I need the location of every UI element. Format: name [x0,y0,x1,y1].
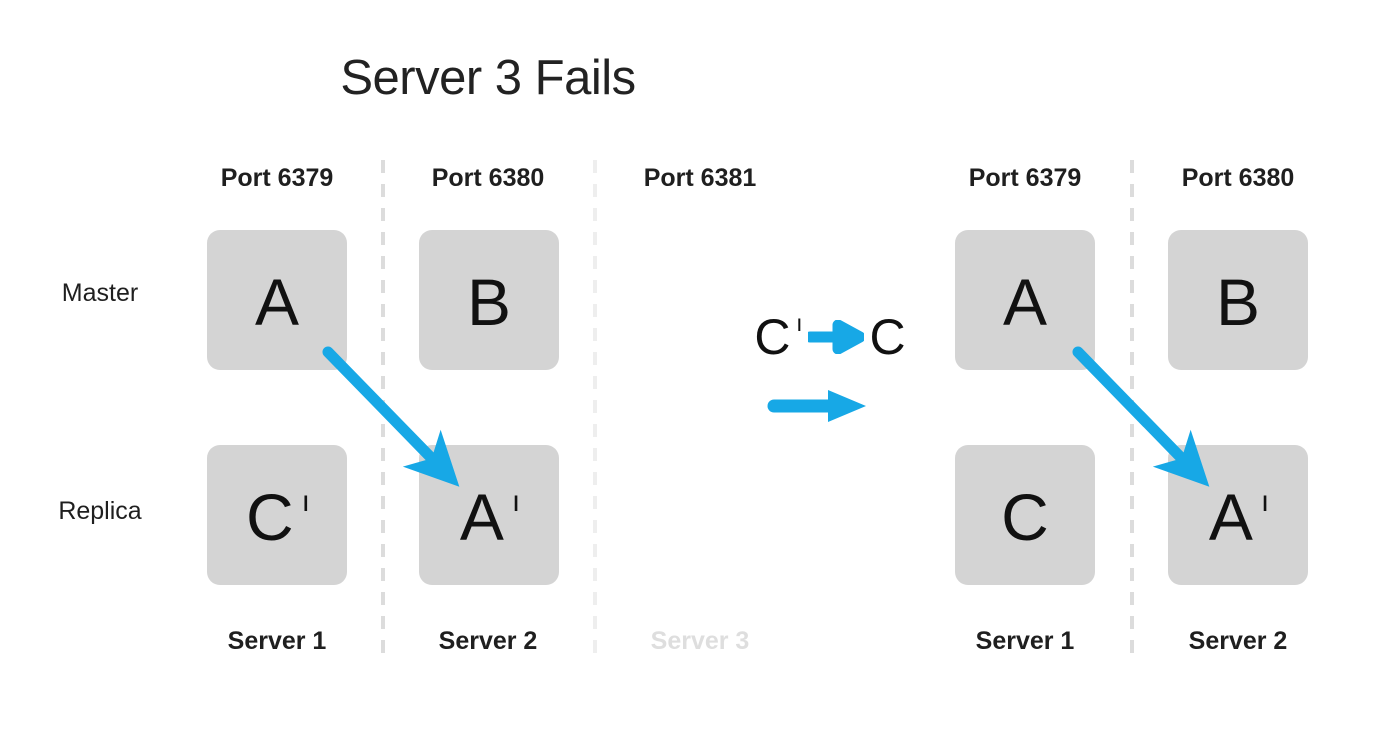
node-glyph: C [1001,480,1049,554]
node-glyph: B [1215,265,1261,339]
port-label-after-server1: Port 6379 [968,164,1082,192]
port-label-before-server3: Port 6381 [643,164,757,192]
node-before-server2-replica[interactable]: A ı [419,445,559,585]
transition-long-arrow-icon [767,390,866,422]
node-glyph: A ı [459,480,521,554]
node-after-server2-replica[interactable]: A ı [1168,445,1308,585]
node-after-server1-master[interactable]: A [955,230,1095,370]
column-divider-2 [593,160,597,662]
promotion-arrow-icon [804,308,865,366]
node-glyph: A [254,265,300,339]
node-before-server1-replica[interactable]: C ı [207,445,347,585]
port-label-after-server2: Port 6380 [1181,164,1295,192]
server-label-before-server2: Server 2 [438,627,538,655]
column-divider-3 [1130,160,1134,662]
port-label-before-server2: Port 6380 [431,164,545,192]
node-glyph: A [1002,265,1048,339]
row-label-master: Master [61,279,139,307]
promotion-annotation: C ı C [735,300,925,374]
node-glyph: A ı [1208,480,1270,554]
node-glyph: C ı [245,480,310,554]
promotion-to-label: C [869,309,906,365]
node-before-server2-master[interactable]: B [419,230,559,370]
server-label-before-server3-failed: Server 3 [650,627,750,655]
row-label-replica: Replica [58,497,142,525]
server-label-after-server2: Server 2 [1188,627,1288,655]
port-label-before-server1: Port 6379 [220,164,334,192]
node-after-server1-replica[interactable]: C [955,445,1095,585]
server-label-after-server1: Server 1 [975,627,1075,655]
server-label-before-server1: Server 1 [227,627,327,655]
node-before-server1-master[interactable]: A [207,230,347,370]
column-divider-1 [381,160,385,662]
node-glyph: B [466,265,512,339]
promotion-from-label: C ı [754,309,803,365]
node-after-server2-master[interactable]: B [1168,230,1308,370]
page-title: Server 3 Fails [340,51,636,105]
